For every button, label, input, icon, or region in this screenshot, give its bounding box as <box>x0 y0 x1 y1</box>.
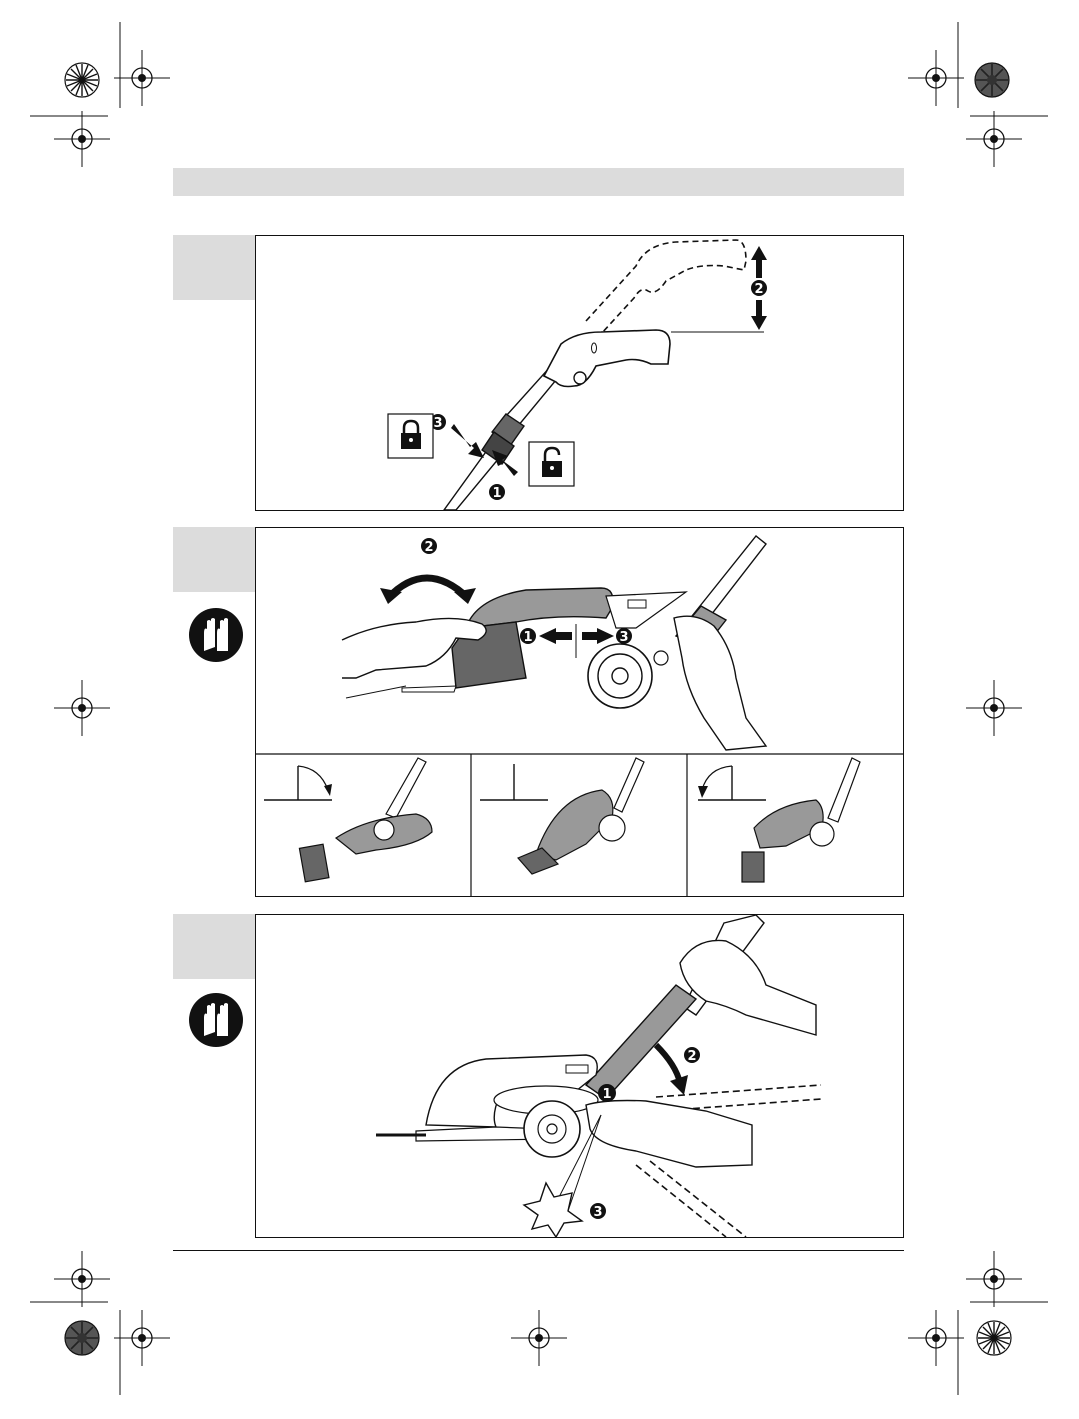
figure-1-panel: 2 3 1 <box>255 235 904 511</box>
angle-tilt-back <box>698 758 860 882</box>
svg-text:1: 1 <box>602 1087 611 1102</box>
lock-open-icon <box>529 442 574 486</box>
svg-text:2: 2 <box>754 282 763 297</box>
svg-text:3: 3 <box>433 416 442 431</box>
figure-3-tab <box>173 914 255 979</box>
footer-rule <box>173 1250 904 1251</box>
svg-text:2: 2 <box>424 540 433 555</box>
shear-head-rotation-illustration: 2 1 3 <box>256 528 903 896</box>
header-bar <box>173 168 904 196</box>
figure-1-tab <box>173 235 255 300</box>
figure-3-panel: 2 1 3 <box>255 914 904 1238</box>
lock-closed-icon <box>388 414 433 458</box>
handle-attach-illustration: 2 1 3 <box>256 915 903 1237</box>
protective-gloves-icon <box>188 992 244 1048</box>
angle-upright <box>480 758 644 874</box>
svg-text:2: 2 <box>687 1049 696 1064</box>
svg-text:1: 1 <box>523 630 532 645</box>
angle-tilt-down <box>264 758 432 882</box>
svg-text:1: 1 <box>492 486 501 501</box>
figure-2-panel: 2 1 3 <box>255 527 904 897</box>
figure-2-tab <box>173 527 255 592</box>
svg-text:3: 3 <box>619 630 628 645</box>
svg-text:3: 3 <box>593 1205 602 1220</box>
telescopic-handle-illustration: 2 3 1 <box>256 236 903 510</box>
protective-gloves-icon <box>188 607 244 663</box>
